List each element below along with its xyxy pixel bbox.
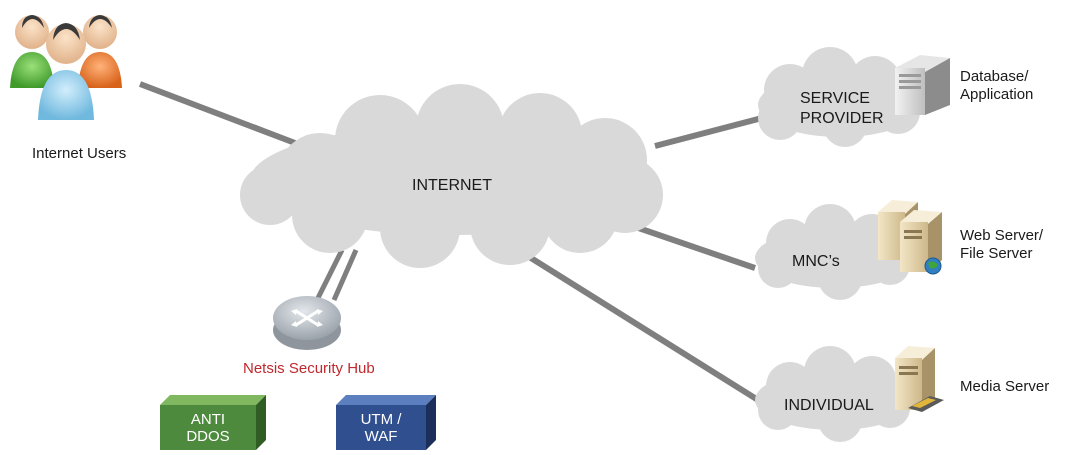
web-server-icon <box>878 200 942 275</box>
users-group-icon <box>10 15 122 120</box>
anti-ddos-box <box>160 395 266 450</box>
service-provider-label: SERVICE PROVIDER <box>800 89 884 129</box>
service-provider-label-line2: PROVIDER <box>800 110 884 127</box>
link-users-internet <box>138 81 297 146</box>
individual-cloud <box>755 346 915 442</box>
router-icon <box>273 296 341 350</box>
media-server-label: Media Server <box>960 378 1050 395</box>
link-hub-internet-a <box>315 248 345 300</box>
database-application-label: Database/ Application <box>960 68 1033 104</box>
security-hub-label: Netsis Security Hub <box>243 360 375 377</box>
anti-ddos-label-line2: DDOS <box>186 428 230 445</box>
mnc-cloud <box>755 204 915 300</box>
anti-ddos-label-line1: ANTI <box>190 411 226 428</box>
utm-waf-label-line2: WAF <box>364 428 398 445</box>
web-file-server-label-line1: Web Server/ <box>960 227 1044 244</box>
service-provider-label-line1: SERVICE <box>800 90 870 107</box>
service-provider-cloud <box>758 47 922 147</box>
link-hub-internet-b <box>331 248 359 302</box>
web-file-server-label-line2: File Server <box>960 245 1033 262</box>
internet-cloud <box>240 84 663 268</box>
database-server-icon <box>895 55 950 115</box>
link-internet-individual <box>513 245 760 403</box>
anti-ddos-label: ANTI DDOS <box>160 411 256 445</box>
utm-waf-label-line1: UTM / <box>360 411 402 428</box>
database-application-label-line2: Application <box>960 86 1034 103</box>
mnc-label: MNC’s <box>792 253 840 270</box>
link-internet-service-provider <box>654 115 763 149</box>
web-file-server-label: Web Server/ File Server <box>960 227 1043 263</box>
media-server-icon <box>895 346 944 412</box>
database-application-label-line1: Database/ <box>960 68 1029 85</box>
individual-label: INDIVIDUAL <box>784 397 874 414</box>
utm-waf-label: UTM / WAF <box>336 411 426 445</box>
internet-users-label: Internet Users <box>32 145 127 162</box>
internet-cloud-label: INTERNET <box>412 177 492 194</box>
utm-waf-box <box>336 395 436 450</box>
